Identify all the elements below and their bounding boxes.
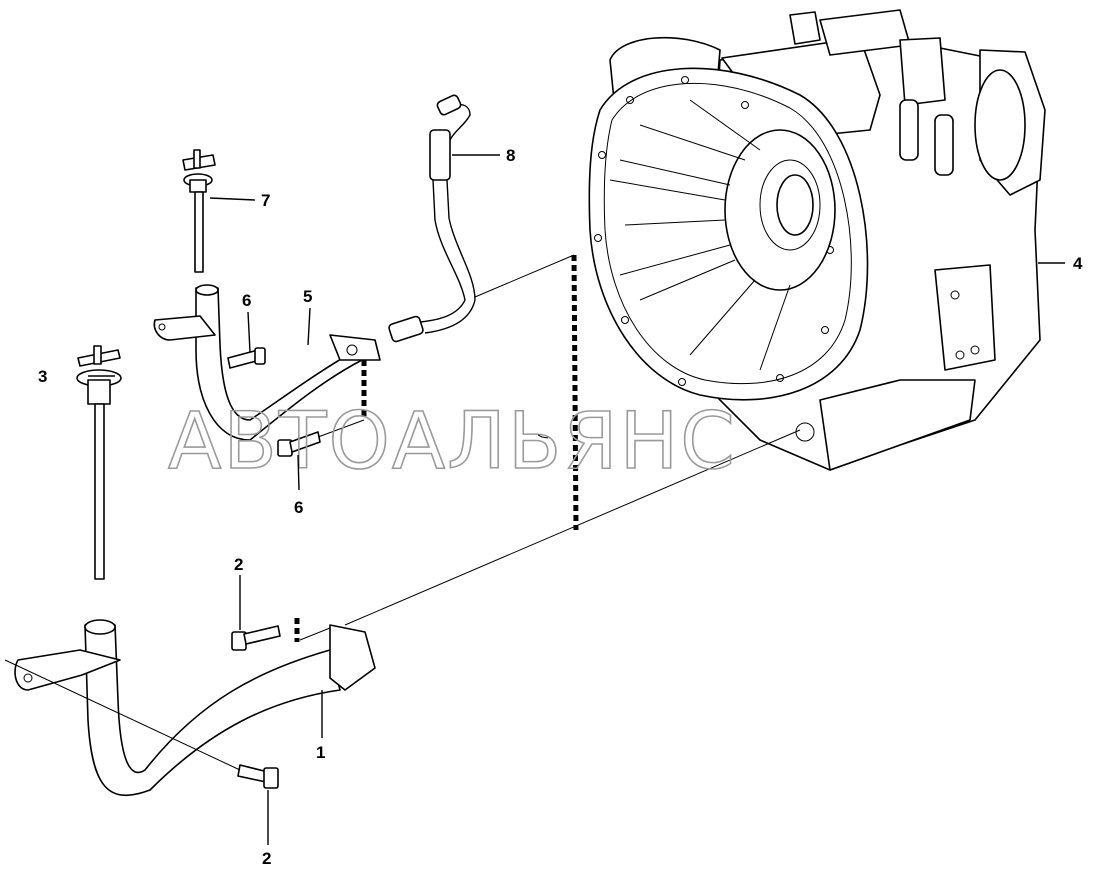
axis-line-upper [474, 254, 575, 298]
callout-6-lower: 6 [294, 498, 303, 517]
lower-filler-tube [14, 619, 376, 797]
callout-7: 7 [261, 191, 270, 210]
reference-line-vertical [571, 254, 579, 531]
bolt-2-upper [231, 625, 281, 651]
leader-lines [88, 154, 1065, 845]
axis-line-bolt [299, 627, 331, 641]
callout-6-upper: 6 [242, 291, 251, 310]
axis-line-lower-bolt [4, 659, 241, 771]
callout-2-upper: 2 [234, 555, 243, 574]
oil-hose [388, 94, 476, 343]
axis-line-lower [344, 429, 801, 626]
bolt-lower [277, 431, 321, 457]
callout-8: 8 [506, 146, 515, 165]
dipstick-lower [76, 345, 122, 580]
dipstick-upper [182, 149, 216, 273]
center-mark [537, 434, 549, 439]
callout-1: 1 [316, 743, 325, 762]
callout-4: 4 [1073, 254, 1083, 273]
watermark-text: АВТОАЛЬЯНС [168, 397, 737, 487]
bolt-upper [227, 347, 266, 369]
upper-filler-tube [153, 284, 381, 441]
callout-3: 3 [38, 367, 47, 386]
bolt-2-lower [237, 764, 279, 789]
callout-2-lower: 2 [262, 849, 271, 868]
transmission-housing [588, 9, 1046, 471]
callout-5: 5 [303, 287, 312, 306]
